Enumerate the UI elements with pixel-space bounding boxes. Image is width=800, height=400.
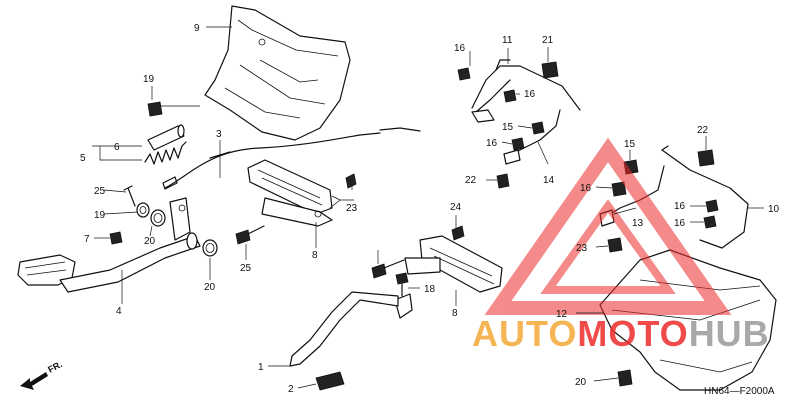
part-16c-bolt [511, 137, 525, 151]
part-11-stay [471, 59, 581, 123]
callout-22-b: 23 [576, 243, 588, 254]
callout-16-d: 16 [580, 183, 592, 194]
part-3-cable [162, 127, 421, 190]
callout-8-lower: 8 [452, 308, 458, 319]
callout-4: 4 [116, 306, 122, 317]
callout-23-upper: 23 [346, 203, 358, 214]
part-12-stay [661, 145, 749, 249]
diagram-code: HN64—F2000A [704, 386, 775, 397]
callout-7: 7 [84, 234, 90, 245]
part-8a-footpeg [247, 159, 333, 227]
part-19a-bolt [147, 101, 163, 117]
callout-21-a: 21 [542, 35, 554, 46]
callout-20-left: 20 [144, 236, 156, 247]
callout-10: 12 [556, 309, 568, 320]
part-25a-bolt [235, 225, 265, 245]
callout-16-a: 16 [454, 43, 466, 54]
part-17-bolt [395, 272, 409, 297]
part-16a-bolt [457, 67, 471, 81]
part-21a-bolt [541, 61, 559, 79]
callout-12: 10 [768, 204, 780, 215]
part-22a-bolt [496, 173, 510, 189]
part-2-shift-rubber [315, 371, 345, 391]
watermark-text-auto: AUTO [472, 313, 577, 354]
callout-19-lower: 20 [575, 377, 587, 388]
part-23a-pin [345, 173, 357, 189]
callout-5: 5 [80, 153, 86, 164]
part-7-bolt [109, 231, 123, 245]
callout-20-right: 20 [204, 282, 216, 293]
part-4-brake-pedal [17, 197, 201, 293]
callout-17: 18 [424, 284, 436, 295]
part-24-pin [123, 185, 136, 207]
callout-16-e: 16 [674, 201, 686, 212]
callout-16-f: 16 [674, 218, 686, 229]
callout-19-upper: 19 [143, 74, 155, 85]
part-9-guard [204, 5, 351, 141]
watermark-text-hub: HUB [689, 313, 770, 354]
part-25b-bolt [371, 259, 405, 279]
callout-25-upper: 25 [240, 263, 252, 274]
part-22b-bolt [607, 237, 623, 253]
callout-9: 9 [194, 23, 200, 34]
front-direction-indicator: FR. [20, 359, 64, 390]
callout-15-a: 15 [502, 122, 514, 133]
callout-14: 14 [543, 175, 555, 186]
callout-8-upper: 8 [312, 250, 318, 261]
callout-labels: 9 19 3 6 5 25 19 7 20 4 20 25 8 23 24 18… [80, 23, 780, 395]
part-23b-pin [451, 225, 465, 241]
part-16b-bolt [503, 89, 517, 103]
watermark-text-moto: MOTO [577, 313, 688, 354]
part-20b-seal [202, 239, 218, 257]
callout-6: 6 [114, 142, 120, 153]
front-arrow-icon [20, 372, 48, 390]
part-20a-seal [150, 209, 166, 227]
part-16f-bolt [703, 215, 717, 229]
part-19b-bolt [617, 369, 633, 387]
callout-11: 11 [502, 35, 513, 46]
part-21b-bolt [697, 149, 715, 167]
part-16d-bolt [611, 181, 627, 197]
callout-1: 1 [258, 362, 264, 373]
part-15a-bolt [531, 121, 545, 135]
callout-18: 19 [94, 210, 106, 221]
callout-16-b: 16 [524, 89, 536, 100]
front-label: FR. [46, 359, 63, 375]
callout-16-c: 16 [486, 138, 498, 149]
part-14-stay [503, 109, 561, 165]
part-6-bushing [147, 124, 185, 151]
callout-15-b: 15 [624, 139, 636, 150]
callout-13: 13 [632, 218, 644, 229]
svg-text:AUTOMOTOHUB: AUTOMOTOHUB [472, 313, 770, 354]
part-10-guard [599, 249, 777, 391]
callout-2: 2 [288, 384, 294, 395]
callout-24: 25 [94, 186, 106, 197]
part-16e-bolt [705, 199, 719, 213]
part-8b-footpeg [404, 235, 503, 293]
part-5-spring [144, 141, 187, 165]
callout-3: 3 [216, 129, 222, 140]
leader-lines [92, 26, 764, 389]
part-1-shift-lever [289, 291, 413, 367]
callout-21-b: 22 [697, 125, 709, 136]
callout-23-lower: 24 [450, 202, 462, 213]
watermark [484, 137, 732, 315]
callout-22-a: 22 [465, 175, 477, 186]
part-18-washer [136, 202, 150, 218]
